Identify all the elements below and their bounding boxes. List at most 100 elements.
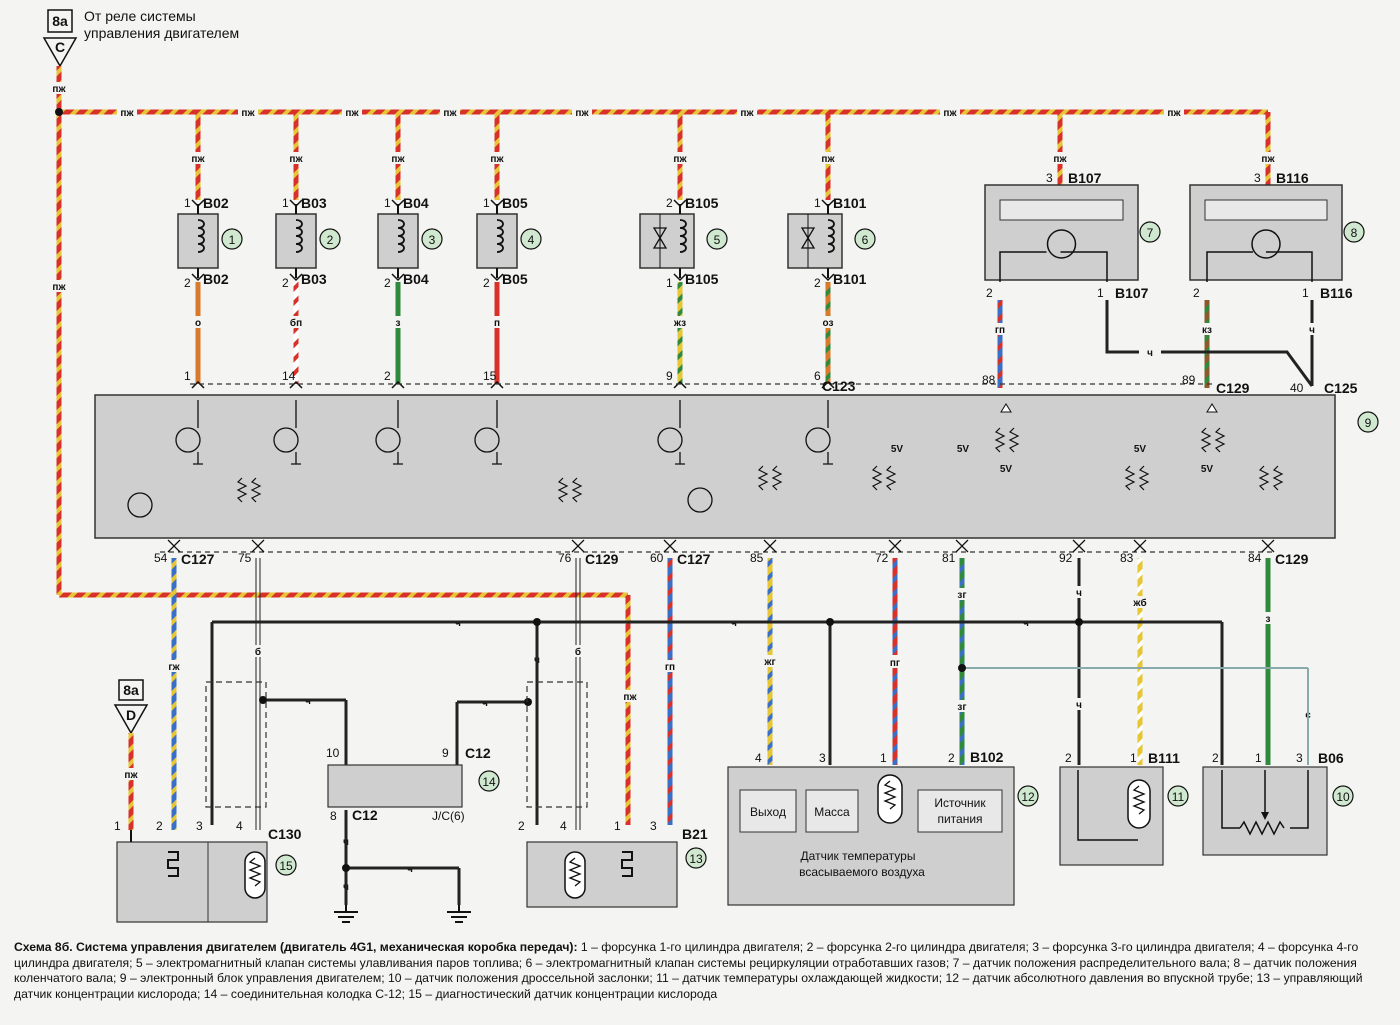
wire-label-bg (669, 316, 691, 328)
wire-label-bg (951, 588, 973, 600)
pin-number: 81 (942, 551, 956, 565)
s12-number: 12 (1021, 790, 1035, 804)
ecu-pin-number: 9 (666, 369, 673, 383)
wire-label-bg (884, 656, 906, 668)
wire-label: пж (443, 108, 457, 119)
pin-mark (673, 380, 687, 389)
connector-top-label: C (55, 39, 65, 55)
jc-pin-8: 8 (330, 809, 337, 823)
power-bus (55, 66, 1271, 825)
wire-label: гп (665, 662, 675, 673)
connector-label: B02 (203, 271, 229, 287)
pin-number: 3 (1254, 171, 1261, 185)
transistor-leads (823, 400, 833, 465)
s12-conn: B102 (970, 749, 1004, 765)
pin-mark (571, 539, 585, 553)
wire-label: пж (1167, 108, 1181, 119)
s12-pin: 3 (819, 751, 826, 765)
s13-pin: 4 (560, 819, 567, 833)
s12-pin: 4 (755, 751, 762, 765)
component-number: 8 (1351, 226, 1358, 240)
pin-number: 1 (814, 196, 821, 210)
wire-label: пг (890, 658, 900, 669)
connector-triangle (42, 37, 78, 68)
s11-number: 11 (1172, 790, 1185, 804)
wire-label-bg (1196, 323, 1218, 335)
pin-mark (1133, 539, 1147, 553)
transistor-leads (291, 400, 301, 465)
s13-number: 13 (689, 852, 703, 866)
component-number: 5 (714, 233, 721, 247)
s12-out-label: Выход (750, 805, 786, 819)
ref-box (47, 9, 73, 33)
voltage-label: 5V (891, 444, 904, 455)
wire-label-bg (1257, 612, 1279, 624)
wire-label: пж (52, 84, 66, 95)
ecu-pin-number: 15 (483, 369, 497, 383)
connector-label: B101 (833, 271, 867, 287)
sensor-element (999, 199, 1124, 221)
coil-icon (679, 219, 687, 253)
sensor-13-oxygen-control: 2 4 1 3 B21 13 (518, 681, 708, 908)
s10-number: 10 (1336, 790, 1350, 804)
voltage-label: 5V (957, 444, 970, 455)
voltage-label: 5V (1201, 464, 1214, 475)
wire-label: гп (995, 325, 1005, 336)
wire-label: о (195, 318, 201, 329)
wire-label-bg (247, 645, 269, 657)
wire-label: пж (120, 108, 134, 119)
resistor-icon (994, 427, 1020, 453)
ground-wire (1105, 300, 1314, 387)
pin-number: 3 (1046, 171, 1053, 185)
connector-label: B105 (685, 271, 719, 287)
component-number-badge (520, 228, 542, 250)
sensor-11-coolant: 2 1 B111 11 (1059, 750, 1189, 866)
wire-label: жб (1132, 597, 1146, 609)
wire-label-bg (567, 645, 589, 657)
pin-mark (289, 380, 303, 389)
transistor-icon (1046, 229, 1077, 259)
transistor-leads (492, 400, 502, 465)
s11-pin: 2 (1065, 751, 1072, 765)
transistor-icon (127, 492, 153, 518)
pin-number: 1 (184, 196, 191, 210)
ground-symbols (334, 905, 471, 923)
wire-label: зг (957, 702, 966, 713)
wire-label: пж (124, 770, 138, 781)
wire-label: п (494, 318, 500, 329)
ecu-pin-number: 2 (384, 369, 391, 383)
pin-mark (191, 380, 205, 389)
wire-label-bg (1257, 152, 1279, 164)
resistor-icon (1200, 427, 1226, 453)
ecu-conn-c123: C123 (822, 378, 856, 394)
wire-label: б (575, 646, 581, 658)
s15-pin: 1 (114, 819, 121, 833)
resistor-icon (757, 465, 783, 491)
wire-label-bg (1068, 698, 1090, 710)
ecu-bottom-pin-92: 92ч (1059, 539, 1090, 765)
transistor-leads (675, 400, 685, 465)
wire-label-bg (1049, 152, 1071, 164)
pin-number: 83 (1120, 551, 1134, 565)
s15-number: 15 (279, 859, 293, 873)
ecu-bottom-pin-83: 83 жб (1120, 539, 1151, 765)
pin-number: 2 (814, 276, 821, 290)
s12-mass-label: Масса (814, 805, 850, 819)
connector-label: B05 (502, 271, 528, 287)
ground-icon (447, 905, 471, 923)
s10-conn: B06 (1318, 750, 1344, 766)
ref-bottom-label: 8a (123, 682, 139, 698)
wire-label-bg (1301, 323, 1323, 335)
wire-label: ч (1309, 325, 1315, 336)
transistor-icon (175, 427, 201, 453)
wire-label-bg (285, 316, 307, 328)
ecu-pin-number: 1 (184, 369, 191, 383)
ecu-pin-89: 89 (1182, 373, 1196, 387)
pin-number: 54 (154, 551, 168, 565)
s13-pin: 3 (650, 819, 657, 833)
wire-label: пж (289, 154, 303, 165)
component-body (984, 184, 1139, 281)
s12-caption-2: всасываемого воздуха (799, 865, 925, 879)
